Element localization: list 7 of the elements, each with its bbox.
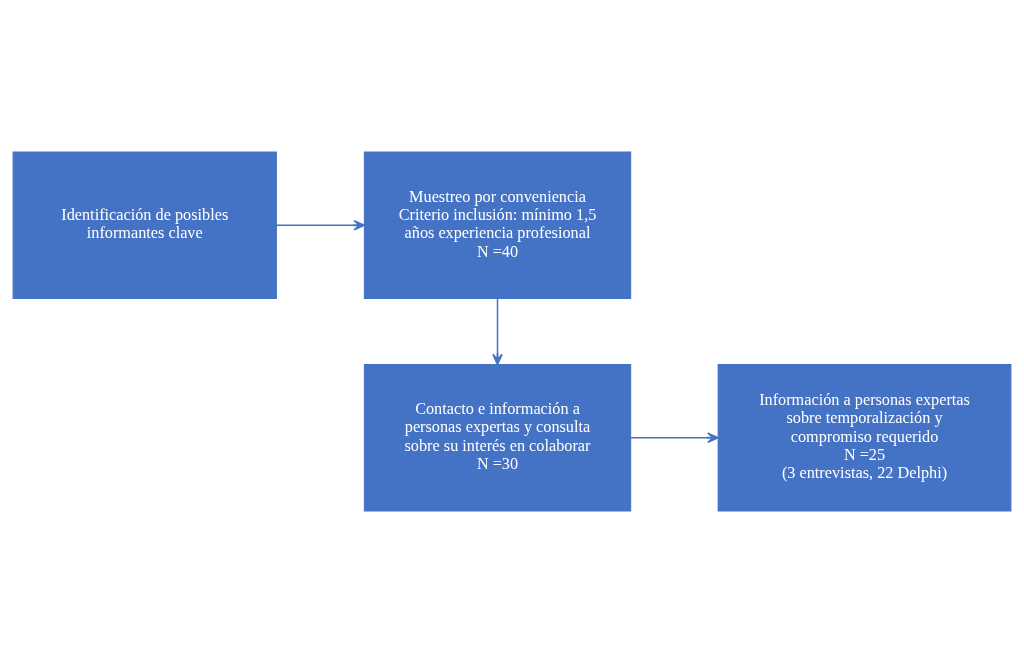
node-box: Contacto e información a personas expertas y consulta sobre su interés en colaborar N =30 (363, 363, 632, 511)
arrow (630, 431, 719, 443)
node-box: Identificación de posibles informantes clave (12, 151, 277, 299)
node-box: Información a personas expertas sobre temporalización y compromiso requerido N =25 (3 entrevistas, 22 Delphi) (717, 363, 1012, 511)
arrow (275, 219, 365, 231)
arrow (492, 297, 503, 365)
node-box: Muestreo por conveniencia Criterio inclusión: mínimo 1,5 años experiencia profesional N =40 (363, 151, 632, 299)
